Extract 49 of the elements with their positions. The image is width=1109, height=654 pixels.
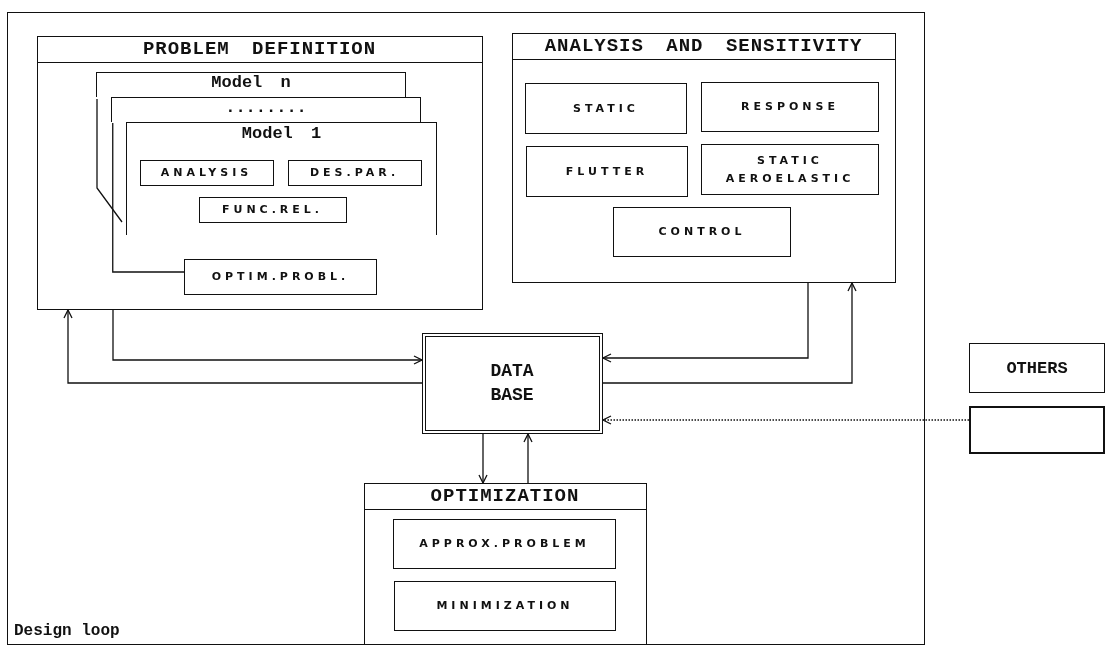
group-panel xyxy=(363,482,647,645)
model-page xyxy=(96,72,406,97)
box-label: OTHERS xyxy=(1005,358,1069,378)
process-box xyxy=(184,259,377,295)
process-box xyxy=(526,146,688,197)
process-box xyxy=(393,519,616,569)
external-program-box xyxy=(969,406,1105,454)
box-label: DATA BASE xyxy=(489,360,535,407)
process-box xyxy=(139,159,274,186)
box-label: FUNC.REL. xyxy=(220,201,325,218)
box-label: OPTIM.PROBL. xyxy=(210,269,351,285)
arrow xyxy=(602,282,857,384)
connector-line xyxy=(112,122,186,273)
arrow xyxy=(523,433,533,484)
page-title: Model n xyxy=(210,73,292,93)
page-title: ........ xyxy=(224,98,308,118)
box-label: RESPONSE xyxy=(740,99,840,115)
box-label: DES.PAR. xyxy=(308,164,401,181)
box-label: APPROX.PROBLEM xyxy=(418,536,591,552)
design-loop-frame xyxy=(7,12,925,645)
page-title: Model 1 xyxy=(240,123,323,145)
arrow xyxy=(478,433,488,484)
model-page xyxy=(111,97,421,122)
arrow xyxy=(63,309,423,384)
process-box xyxy=(394,581,616,631)
diagram-heading: Design loop xyxy=(14,622,120,640)
group-panel xyxy=(36,35,483,310)
external-program-box xyxy=(969,343,1105,393)
arrow xyxy=(602,282,809,363)
process-box xyxy=(198,196,347,223)
group-panel xyxy=(511,32,896,283)
process-box xyxy=(701,82,879,132)
process-box xyxy=(525,83,687,134)
box-label: STATIC AEROELASTIC xyxy=(724,152,856,187)
process-box xyxy=(701,144,879,195)
process-box xyxy=(613,207,791,257)
model-page xyxy=(126,122,437,235)
panel-heading: OPTIMIZATION xyxy=(364,483,646,510)
panel-heading: PROBLEM DEFINITION xyxy=(37,36,482,63)
box-label: CONTROL xyxy=(657,224,747,240)
arrow xyxy=(602,415,970,425)
box-label: FLUTTER xyxy=(564,163,650,180)
panel-heading: ANALYSIS AND SENSITIVITY xyxy=(512,33,895,60)
database-box xyxy=(421,332,603,434)
box-label: ANALYSIS xyxy=(159,164,254,181)
box-label: MINIMIZATION xyxy=(435,598,575,614)
box-label: STATIC xyxy=(572,100,640,117)
arrow xyxy=(112,309,423,365)
process-box xyxy=(287,159,422,186)
